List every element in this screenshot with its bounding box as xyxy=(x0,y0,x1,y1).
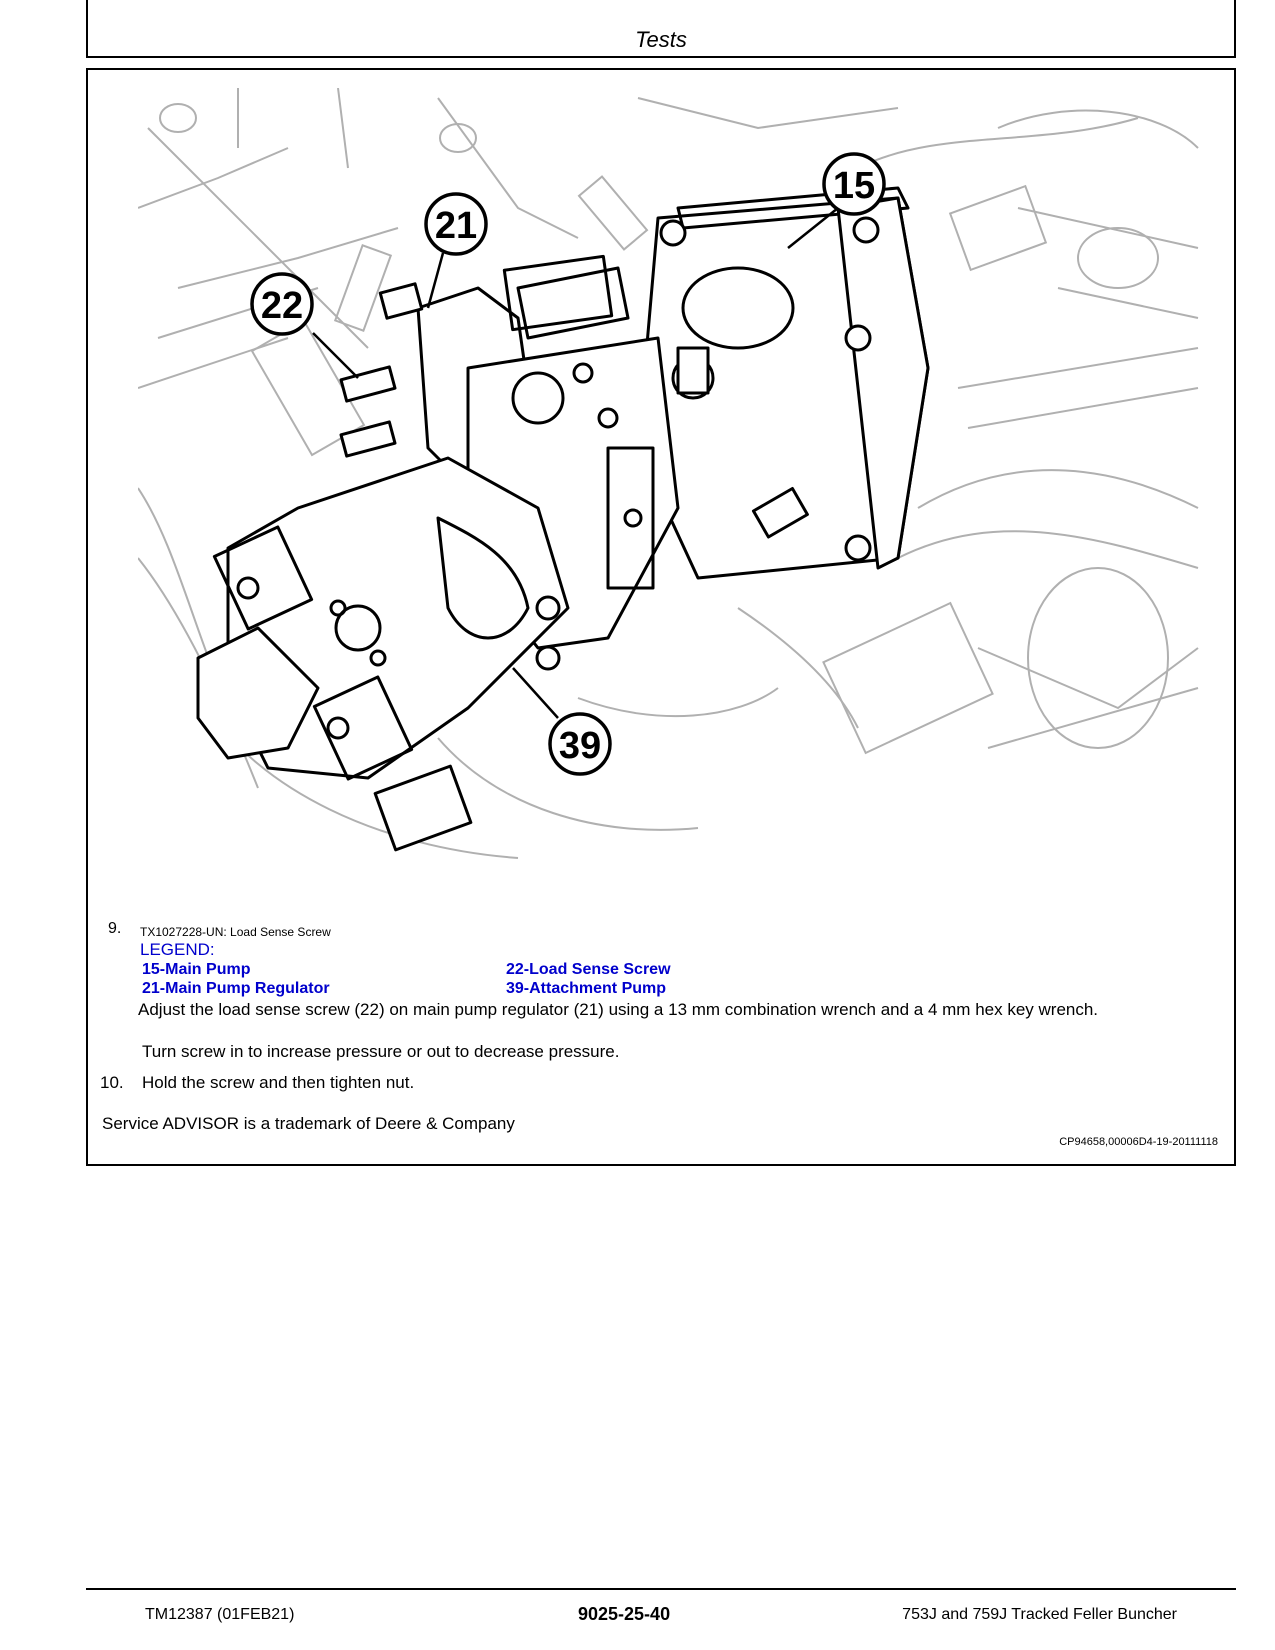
document-id: CP94658,00006D4-19-20111118 xyxy=(1059,1136,1218,1148)
footer-page-number: 9025-25-40 xyxy=(578,1604,671,1624)
background-machinery xyxy=(138,88,1199,859)
callout-15: 15 xyxy=(822,152,886,216)
pump-assembly xyxy=(196,186,930,852)
callout-leaders xyxy=(312,207,839,719)
step-9-note: Turn screw in to increase pressure or ou… xyxy=(142,1042,620,1061)
legend-heading: LEGEND: xyxy=(140,940,215,959)
footer-rule xyxy=(86,1588,1236,1590)
svg-text:39: 39 xyxy=(559,725,601,767)
step-9-number: 9. xyxy=(108,920,122,937)
svg-text:22: 22 xyxy=(261,285,303,327)
legend-item-22: 22-Load Sense Screw xyxy=(506,961,671,978)
callout-39: 39 xyxy=(548,712,612,776)
step-9-instruction: Adjust the load sense screw (22) on main… xyxy=(138,1000,1099,1019)
section-title: Tests xyxy=(635,27,687,52)
svg-text:21: 21 xyxy=(435,205,477,247)
footer-model: 753J and 759J Tracked Feller Buncher xyxy=(902,1606,1177,1623)
trademark-note: Service ADVISOR is a trademark of Deere … xyxy=(102,1114,515,1133)
svg-text:15: 15 xyxy=(833,165,875,207)
step-10-number: 10. xyxy=(100,1073,124,1092)
step-10-text: Hold the screw and then tighten nut. xyxy=(142,1073,415,1092)
legend-item-39: 39-Attachment Pump xyxy=(506,980,667,997)
legend-item-15: 15-Main Pump xyxy=(142,961,251,978)
callout-21: 21 xyxy=(424,192,488,256)
footer-manual-id: TM12387 (01FEB21) xyxy=(145,1606,295,1623)
figure-caption: TX1027228-UN: Load Sense Screw xyxy=(140,925,331,939)
content-box xyxy=(86,68,1236,1166)
legend-item-21: 21-Main Pump Regulator xyxy=(142,980,330,997)
pump-illustration: 15 21 22 39 xyxy=(138,88,1199,859)
callout-22: 22 xyxy=(250,272,314,336)
header-box: Tests xyxy=(86,0,1236,58)
